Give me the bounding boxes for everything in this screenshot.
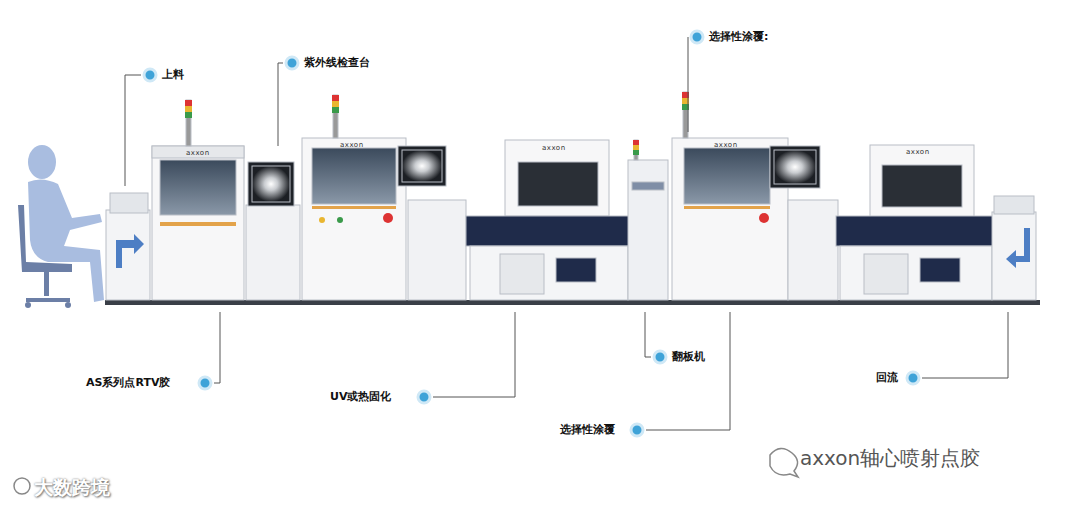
watermark-icon xyxy=(14,448,798,494)
callout-dots xyxy=(144,31,919,436)
brand-logo: axxon xyxy=(906,148,930,156)
watermark: 大数跨境 xyxy=(34,476,110,498)
callout-label: 上料 xyxy=(162,68,184,82)
callout-label: 选择性涂覆 xyxy=(560,423,615,437)
brand-logo: axxon xyxy=(714,141,738,149)
brand-logo: axxon xyxy=(340,141,364,149)
watermark: axxon轴心喷射点胶 xyxy=(800,446,980,470)
brand-logo: axxon xyxy=(542,144,566,152)
floor-rail xyxy=(105,300,1040,305)
brand-logo: axxon xyxy=(186,149,210,157)
callout-label: 选择性涂覆: xyxy=(709,30,768,44)
callout-label: 翻板机 xyxy=(672,350,705,364)
callout-label: UV或热固化 xyxy=(330,390,391,404)
callout-label: AS系列点RTV胶 xyxy=(86,376,170,390)
operator-figure xyxy=(18,145,104,308)
callout-label: 紫外线检查台 xyxy=(304,56,370,70)
callout-label: 回流 xyxy=(876,371,898,385)
leader-lines xyxy=(125,37,1008,430)
machines xyxy=(106,92,1036,300)
